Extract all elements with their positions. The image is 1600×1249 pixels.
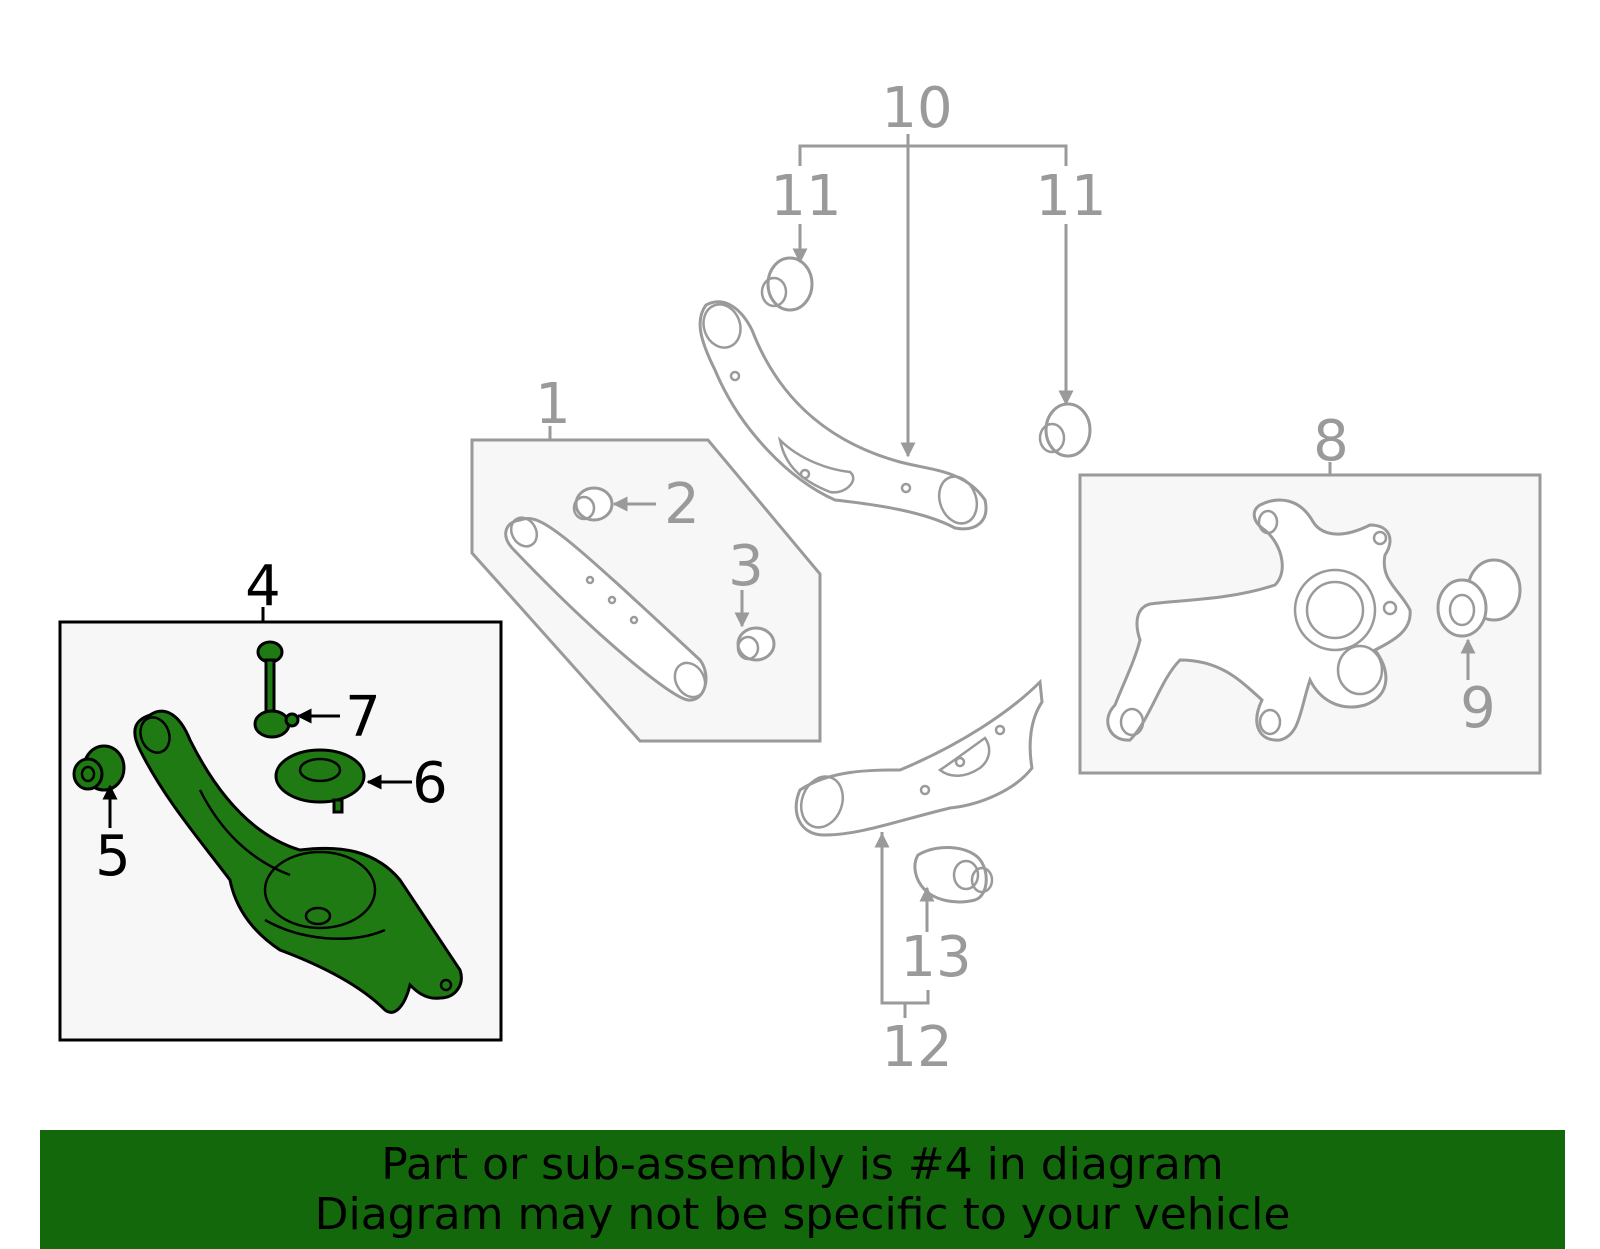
callout-12: 12 (881, 1015, 952, 1080)
callout-8: 8 (1313, 409, 1349, 474)
leader-lines-12 (874, 832, 930, 1018)
lateral-link-part-1 (504, 516, 708, 702)
banner-line-2: Diagram may not be specific to your vehi… (314, 1188, 1291, 1240)
callout-13: 13 (900, 925, 971, 990)
assembly-box-1 (470, 426, 822, 743)
callout-11-left: 11 (770, 164, 841, 229)
banner-line-1: Part or sub-assembly is #4 in diagram (381, 1138, 1224, 1190)
bushing-part-9 (1436, 558, 1522, 680)
bushing-part-13 (913, 846, 994, 932)
lower-control-arm-part-4 (133, 709, 463, 1014)
bushing-part-11-left (760, 256, 814, 312)
bushing-part-2 (572, 486, 656, 522)
callout-6: 6 (412, 751, 448, 816)
knuckle-part-8 (1106, 498, 1412, 742)
bushing-part-5 (72, 744, 126, 828)
spring-seat-part-6 (274, 748, 412, 814)
callout-2: 2 (664, 472, 700, 537)
callout-4: 4 (245, 554, 281, 619)
callout-3: 3 (728, 534, 764, 599)
info-banner: Part or sub-assembly is #4 in diagram Di… (40, 1130, 1565, 1249)
callout-10: 10 (881, 76, 952, 141)
callout-1: 1 (535, 372, 571, 437)
callout-5: 5 (95, 824, 131, 889)
callout-7: 7 (345, 685, 381, 750)
bushing-part-11-right (1038, 402, 1092, 458)
trailing-arm-part-12 (794, 678, 1044, 837)
callout-9: 9 (1460, 676, 1496, 741)
upper-arm-part-10 (698, 300, 988, 531)
end-link-part-7 (253, 640, 340, 739)
callout-11-right: 11 (1035, 164, 1106, 229)
bushing-part-3 (734, 590, 776, 662)
leader-lines-10-11 (792, 134, 1074, 458)
